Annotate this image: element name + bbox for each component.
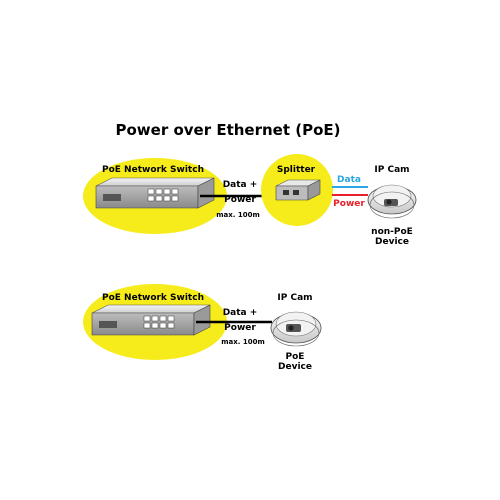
camera-label: IP Cam xyxy=(374,165,409,175)
data-line-label: Data xyxy=(337,175,361,185)
switch-label: PoE Network Switch xyxy=(102,165,204,175)
device-label-2: Device xyxy=(375,237,409,247)
cable-label-power: Power xyxy=(224,323,256,333)
device-label-1: non-PoE xyxy=(371,227,413,237)
top-row: PoE Network Switch Data + Power max. 100… xyxy=(83,154,417,247)
power-line-label: Power xyxy=(333,199,365,209)
splitter-icon xyxy=(275,179,321,201)
diagram-title: Power over Ethernet (PoE) xyxy=(116,121,341,139)
bottom-row: PoE Network Switch Data + Power max. 100… xyxy=(83,284,322,372)
ip-camera-icon xyxy=(367,184,417,219)
switch-label: PoE Network Switch xyxy=(102,293,204,303)
poe-switch-icon xyxy=(91,304,211,336)
cable-label-power: Power xyxy=(224,195,256,205)
cable-distance: max. 100m xyxy=(221,338,265,346)
device-label-1: PoE xyxy=(286,352,305,362)
cable-label-data: Data + xyxy=(223,180,258,190)
splitter-label: Splitter xyxy=(277,165,316,175)
ip-camera-icon xyxy=(270,311,322,347)
camera-label: IP Cam xyxy=(277,293,312,303)
device-label-2: Device xyxy=(278,362,312,372)
cable-distance: max. 100m xyxy=(216,211,260,219)
cable-label-data: Data + xyxy=(223,308,258,318)
poe-switch-icon xyxy=(95,177,215,209)
